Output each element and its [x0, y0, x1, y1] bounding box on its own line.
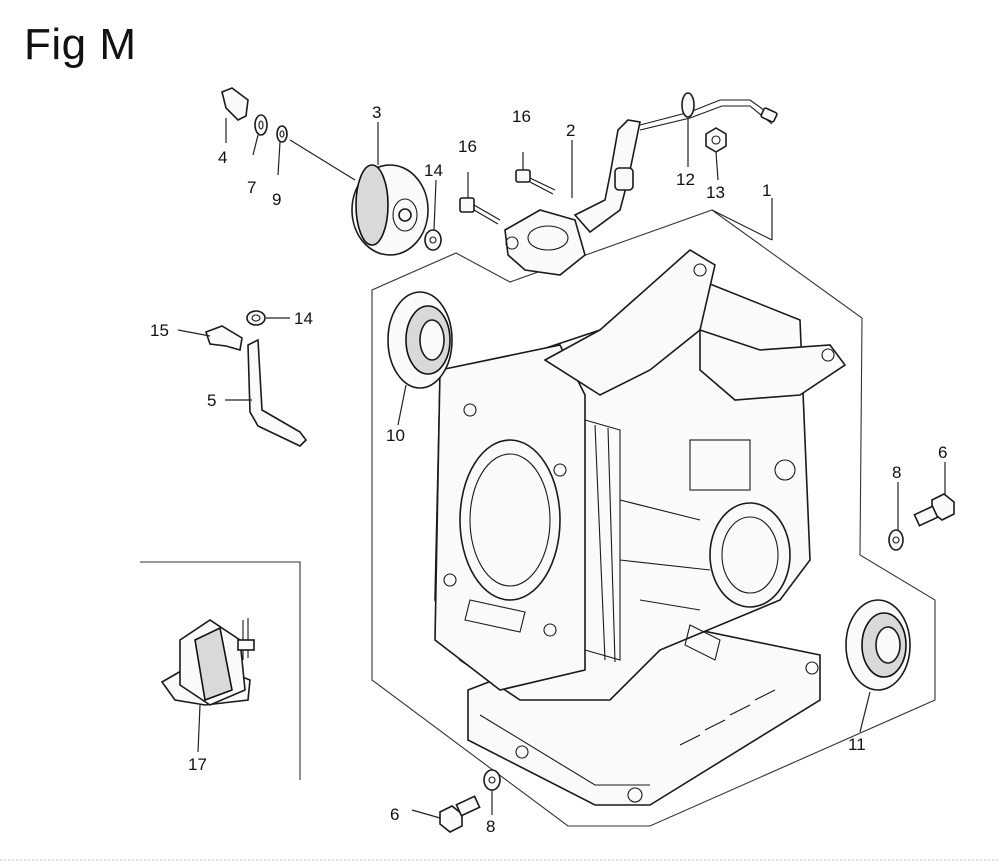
washer-9: [276, 125, 288, 143]
callout-2: 2: [566, 121, 575, 140]
callouts: 1 2 3 4 5 6 6 7 8 8 9 10 11 12 13 14 14 …: [150, 103, 947, 836]
washer-14-lower: [246, 310, 266, 326]
figure-title: Fig M: [24, 20, 137, 69]
callout-14-lower: 14: [294, 309, 313, 328]
callout-8-lower: 8: [486, 817, 495, 836]
callout-11: 11: [848, 735, 866, 754]
callout-6-right: 6: [938, 443, 947, 462]
washer-7: [254, 114, 268, 136]
callout-5: 5: [207, 391, 216, 410]
callout-14-upper: 14: [424, 161, 443, 180]
callout-15: 15: [150, 321, 169, 340]
callout-9: 9: [272, 190, 281, 209]
crankcase: [434, 249, 847, 806]
drain-bolt-6-lower: [439, 795, 481, 833]
washer-8-lower: [483, 769, 501, 791]
bolt-16-lower: [459, 197, 501, 225]
oil-seal-11: [845, 599, 911, 691]
crankcase-assembly-frame: [371, 209, 936, 827]
pin-4: [221, 87, 249, 121]
callout-3: 3: [372, 103, 381, 122]
callout-1: 1: [762, 181, 771, 200]
callout-16-upper: 16: [512, 107, 531, 126]
washer-8-right: [888, 529, 904, 551]
leader-lines: [177, 118, 946, 819]
callout-6-lower: 6: [390, 805, 399, 824]
callout-12: 12: [676, 170, 695, 189]
callout-8-right: 8: [892, 463, 901, 482]
bearing-10: [387, 291, 453, 389]
inset-frame-17: [140, 561, 301, 780]
bolt-16-upper: [515, 169, 556, 195]
callout-13: 13: [706, 183, 725, 202]
governor-gear: [351, 164, 429, 256]
breather-tube: [504, 119, 641, 276]
callout-16-lower: 16: [458, 137, 477, 156]
drain-bolt-6-right: [913, 493, 955, 527]
washer-14-upper: [424, 229, 442, 251]
callout-10: 10: [386, 426, 405, 445]
governor-shaft: [247, 338, 308, 447]
engine-mount-17: [160, 618, 255, 706]
clip-15: [204, 325, 243, 352]
cable-grommet: [639, 92, 778, 131]
callout-17: 17: [188, 755, 207, 774]
callout-7: 7: [247, 178, 256, 197]
nut-13: [705, 127, 727, 153]
callout-4: 4: [218, 148, 227, 167]
